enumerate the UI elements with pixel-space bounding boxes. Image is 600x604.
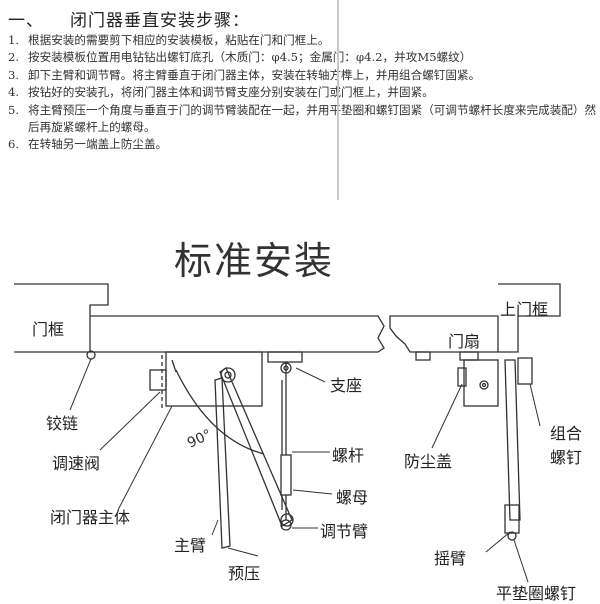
installation-steps: 1. 根据安装的需要剪下相应的安装模板，粘贴在门和门框上。 2. 按安装模板位置用电… bbox=[8, 32, 598, 154]
label-adjust-arm: 调节臂 bbox=[320, 522, 369, 541]
step-number: 6. bbox=[8, 137, 20, 152]
door-leaf-shape bbox=[90, 315, 385, 353]
door-frame-shape bbox=[14, 283, 109, 353]
step-item: 4. 按钻好的安装孔，将闭门器主体和调节臂支座分别安装在门或门框上，并固紧。 bbox=[8, 84, 598, 101]
section-number: 一、 bbox=[8, 11, 44, 31]
label-door-frame: 门框 bbox=[32, 320, 65, 339]
step-text: 根据安装的需要剪下相应的安装模板，粘贴在门和门框上。 bbox=[28, 33, 330, 47]
label-nut: 螺母 bbox=[336, 488, 369, 507]
label-closer-body: 闭门器主体 bbox=[50, 508, 131, 527]
step-text: 卸下主臂和调节臂。将主臂垂直于闭门器主体，安装在转轴方榫上，并用组合螺钉固紧。 bbox=[28, 67, 481, 82]
fold-line bbox=[337, 0, 339, 200]
step-number: 5. bbox=[8, 102, 20, 117]
label-bracket: 支座 bbox=[330, 376, 363, 395]
right-door-leaf-shape bbox=[389, 315, 499, 353]
upper-frame-shape bbox=[498, 283, 561, 353]
step-item: 5. 将主臂预压一个角度与垂直于门的调节臂装配在一起，并用平垫圈和螺钉固紧（可调节… bbox=[8, 102, 598, 137]
step-number: 2. bbox=[8, 50, 20, 65]
label-upper-frame: 上门框 bbox=[500, 300, 549, 319]
step-text: 将主臂预压一个角度与垂直于门的调节臂装配在一起，并用平垫圈和螺钉固紧（可调节螺杆… bbox=[28, 102, 597, 135]
bracket-shape bbox=[267, 351, 303, 363]
label-combo-screw-1: 组合 bbox=[550, 424, 583, 443]
step-text: 在转轴另一端盖上防尘盖。 bbox=[28, 137, 168, 152]
label-washer-screw: 平垫圈螺钉 bbox=[496, 584, 577, 603]
label-screw-rod: 螺杆 bbox=[332, 446, 365, 465]
step-text: 按钻好的安装孔，将闭门器主体和调节臂支座分别安装在门或门框上，并固紧。 bbox=[28, 85, 434, 100]
step-text: 按安装模板位置用电钻钻出螺钉底孔（木质门：φ4.5；金属门：φ4.2，并攻M5螺… bbox=[28, 50, 472, 65]
section-title: 闭门器垂直安装步骤： bbox=[70, 11, 250, 31]
step-number: 4. bbox=[8, 85, 20, 100]
diagram-title: 标准安装 bbox=[174, 239, 335, 283]
label-rocker-arm: 摇臂 bbox=[434, 549, 467, 568]
label-door-leaf: 门扇 bbox=[448, 332, 481, 351]
angle-arc bbox=[175, 369, 265, 455]
step-number: 3. bbox=[8, 67, 20, 82]
section-heading: 一、 闭门器垂直安装步骤： bbox=[8, 6, 250, 31]
label-hinge: 铰链 bbox=[46, 414, 79, 433]
step-item: 2. 按安装模板位置用电钻钻出螺钉底孔（木质门：φ4.5；金属门：φ4.2，并攻M… bbox=[8, 49, 598, 66]
label-combo-screw-2: 螺钉 bbox=[550, 448, 583, 467]
step-number: 1. bbox=[8, 33, 20, 47]
label-speed-valve: 调速阀 bbox=[52, 454, 101, 473]
label-preload: 预压 bbox=[228, 564, 261, 583]
step-item: 3. 卸下主臂和调节臂。将主臂垂直于闭门器主体，安装在转轴方榫上，并用组合螺钉固紧… bbox=[8, 67, 598, 84]
label-main-arm: 主臂 bbox=[174, 536, 207, 555]
angle-label: 90° bbox=[185, 427, 214, 452]
main-arm-shape bbox=[219, 367, 293, 527]
step-item: 6. 在转轴另一端盖上防尘盖。 bbox=[8, 136, 598, 153]
label-dust-cap: 防尘盖 bbox=[404, 452, 453, 471]
step-item: 1. 根据安装的需要剪下相应的安装模板，粘贴在门和门框上。 bbox=[8, 32, 598, 49]
